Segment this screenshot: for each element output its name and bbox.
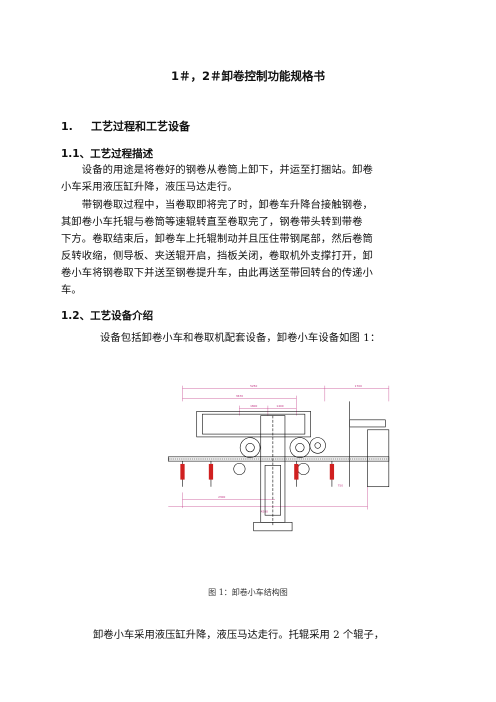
dim-label: 2300	[218, 495, 225, 499]
paragraph-trolley-description: 卸卷小车采用液压缸升降，液压马达走行。托辊采用 2 个辊子，	[93, 629, 385, 641]
text-line: 其卸卷小车托辊与卷筒等速辊转直至卷取完了，钢卷带头转到带卷	[61, 216, 363, 228]
section-heading-1-2: 1.2、工艺设备介绍	[61, 310, 154, 322]
coil-car-structure-drawing: 5250 1700 3670 1800 1400 2300 4200 750	[167, 384, 390, 532]
dim-label: 1400	[276, 404, 283, 408]
paragraph-process-purpose: 设备的用途是将卷好的钢卷从卷筒上卸下，并运至打捆站。卸卷 小车采用液压缸升降，液…	[61, 162, 435, 196]
paragraph-process-detail: 带钢卷取过程中，当卷取即将完了时，卸卷车升降台接触钢卷， 其卸卷小车托辊与卷筒等…	[61, 197, 435, 299]
text-line: 小车采用液压缸升降，液压马达走行。	[61, 181, 238, 193]
text-line: 车。	[61, 284, 82, 296]
section-heading-1-1: 1.1、工艺过程描述	[61, 148, 154, 160]
dim-label: 1800	[250, 404, 257, 408]
text-line: 反转收缩，侧导板、夹送辊开启，挡板关闭，卷取机外支撑打开，卸	[61, 250, 373, 262]
dim-label: 750	[338, 484, 344, 488]
figure-caption: 图 1：卸卷小车结构图	[208, 588, 288, 597]
document-title: 1＃，2＃卸卷控制功能规格书	[170, 69, 325, 83]
dim-label: 5250	[250, 384, 257, 388]
dim-label: 1700	[355, 384, 362, 388]
text-line: 带钢卷取过程中，当卷取即将完了时，卸卷车升降台接触钢卷，	[61, 199, 373, 211]
paragraph-equipment-intro: 设备包括卸卷小车和卷取机配套设备，卸卷小车设备如图 1：	[100, 330, 474, 347]
text-line: 设备包括卸卷小车和卷取机配套设备，卸卷小车设备如图 1：	[100, 332, 381, 344]
text-line: 卷小车将钢卷取下并送至钢卷提升车，由此再送至带回转台的传递小	[61, 267, 373, 279]
section-label: 工艺过程和工艺设备	[91, 120, 190, 133]
dim-label: 3670	[236, 394, 243, 398]
text-line: 下方。卷取结束后，卸卷车上托辊制动并且压住带钢尾部，然后卷筒	[61, 233, 373, 245]
section-heading-1: 1. 工艺过程和工艺设备	[61, 118, 190, 134]
section-number: 1.	[61, 120, 73, 133]
dim-label: 4200	[261, 509, 268, 513]
text-line: 设备的用途是将卷好的钢卷从卷筒上卸下，并运至打捆站。卸卷	[61, 164, 373, 176]
